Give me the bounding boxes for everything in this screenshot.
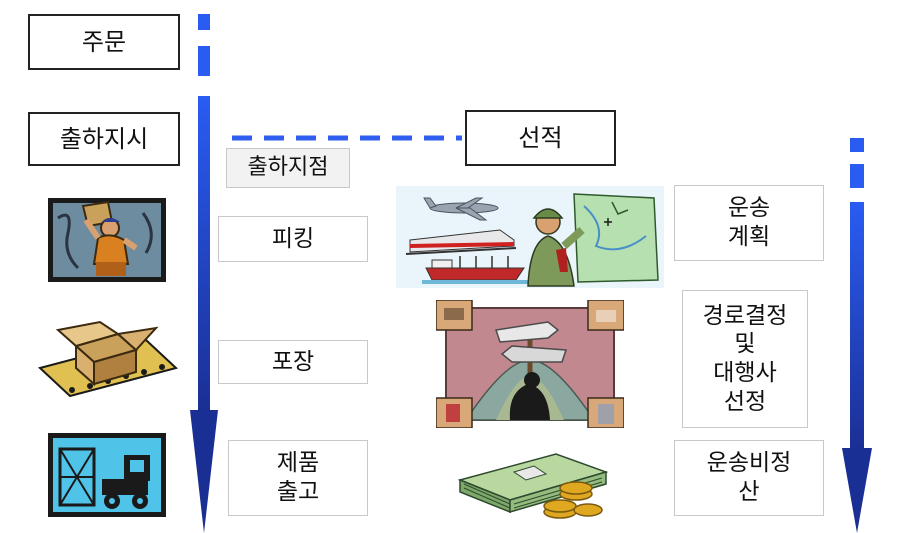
open-box-conveyor-icon: [37, 320, 179, 398]
shipping-instruction-box: 출하지시: [28, 112, 180, 166]
shipping-point-box: 출하지점: [226, 148, 350, 188]
route-carrier-box: 경로결정 및 대행사 선정: [682, 290, 808, 428]
transport-planning-box: 운송 계획: [674, 185, 824, 261]
goods-issue-box: 제품 출고: [228, 440, 368, 516]
loading-box: 선적: [465, 110, 616, 166]
left-flow-arrow: [190, 14, 218, 533]
plane-train-ship-soldier-map-icon: [396, 186, 664, 288]
picking-box: 피킹: [218, 216, 368, 262]
freight-cost-box: 운송비정 산: [674, 440, 824, 516]
cash-and-coins-icon: [457, 453, 609, 519]
shipping-point-label: 출하지점: [247, 155, 329, 181]
warehouse-truck-icon: [48, 433, 166, 517]
shipping-instruction-label: 출하지시: [59, 125, 149, 153]
order-box: 주문: [28, 14, 180, 70]
transport-planning-label: 운송 계획: [727, 195, 771, 250]
order-label: 주문: [81, 28, 127, 56]
crossroads-signpost-icon: [436, 300, 624, 428]
freight-cost-label: 운송비정 산: [706, 450, 792, 505]
route-carrier-label: 경로결정 및 대행사 선정: [702, 302, 788, 415]
packing-label: 포장: [271, 348, 315, 375]
right-flow-arrow: [842, 138, 872, 533]
goods-issue-label: 제품 출고: [276, 450, 320, 505]
worker-carrying-box-icon: [48, 198, 166, 282]
packing-box: 포장: [218, 340, 368, 384]
loading-label: 선적: [518, 124, 563, 152]
picking-label: 피킹: [271, 225, 315, 252]
